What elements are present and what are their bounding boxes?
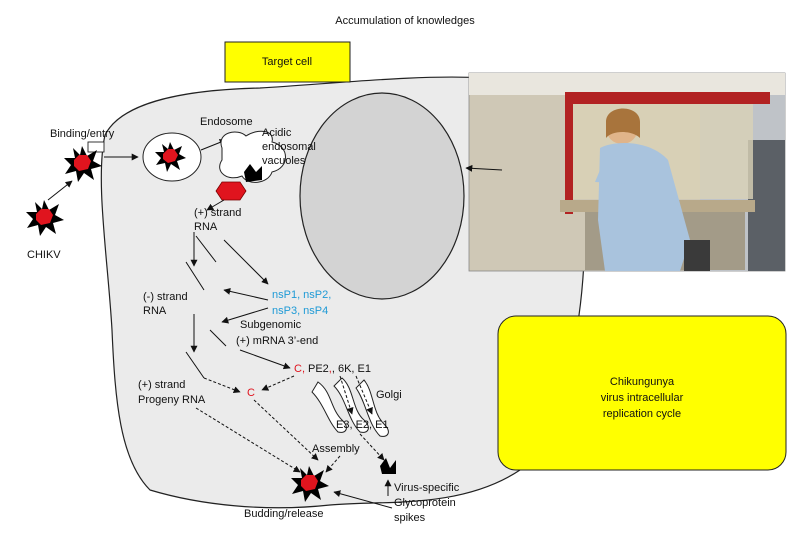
golgi-label: Golgi (376, 389, 402, 401)
virus-chikv (26, 200, 64, 236)
progeny-tick (185, 351, 205, 379)
cycle-line-2: virus intracellular (601, 392, 684, 404)
chikv-to-entry-arrow (47, 180, 73, 201)
nsp-to-subgenomic-arrow (221, 307, 269, 324)
progeny-label-2: Progeny RNA (138, 394, 206, 406)
subgenomic-label-2: (+) mRNA 3’-end (236, 335, 318, 347)
target-cell-box (224, 41, 351, 83)
cycle-line-3: replication cycle (603, 408, 681, 420)
replication-cycle-box (497, 315, 787, 471)
binding-entry-label: Binding/entry (50, 128, 115, 140)
spikes-to-budding-arrow (333, 490, 393, 509)
acidic-label-2: endosomal (262, 141, 316, 153)
e3e2e1-label: E3, E2, E1 (336, 419, 389, 431)
structural-to-capsid-arrow (261, 375, 295, 391)
subgenomic-tick (209, 329, 227, 347)
virus-budding (291, 466, 329, 502)
minus-strand-label-1: (-) strand (143, 291, 188, 303)
photo-to-nucleus-arrow (465, 164, 503, 172)
nsp-label-1: nsP1, nsP2, (272, 289, 331, 301)
structural-pe2: PE2 (308, 363, 329, 375)
virus-specific-label-3: spikes (394, 512, 426, 524)
golgi-stack-2 (333, 377, 369, 433)
plus-strand-tick (195, 235, 217, 263)
chikv-label: CHIKV (27, 249, 61, 261)
glycoprotein-spikes (380, 458, 396, 474)
nucleus (299, 92, 465, 300)
release-arrow (206, 199, 225, 211)
golgi-stack-1 (311, 381, 347, 433)
target-cell-label: Target cell (262, 56, 312, 68)
glycoprotein-to-membrane-arrow (359, 433, 385, 461)
nsp-label-2: nsP3, nsP4 (272, 305, 328, 317)
receptor (87, 141, 105, 153)
subgenomic-to-structural-arrow (239, 349, 291, 370)
minus-strand-tick (185, 261, 205, 291)
assembly-label: Assembly (312, 443, 360, 455)
capsid-label: C (247, 387, 255, 399)
fusion-spikes (244, 164, 262, 182)
structural-to-e-arrow-1 (339, 375, 354, 415)
virus-in-endosome (155, 142, 186, 172)
virus-entry (64, 146, 102, 182)
rna-to-assembly-arrow (195, 407, 301, 473)
diagram-title: Accumulation of knowledges (335, 15, 475, 27)
virus-specific-label-1: Virus-specific (394, 482, 460, 494)
subgenomic-label-1: Subgenomic (240, 319, 302, 331)
nucleocapsid (215, 181, 247, 201)
plus-strand-label-2: RNA (194, 221, 218, 233)
structural-c: C, (294, 363, 305, 375)
minus-strand-label-2: RNA (143, 305, 167, 317)
progeny-label-1: (+) strand (138, 379, 185, 391)
structural-comma: , (329, 363, 332, 375)
acidic-vacuole (219, 130, 286, 183)
budding-label: Budding/release (244, 508, 324, 520)
structural-proteins-label: C,PE2,, 6K, E1 (294, 363, 371, 375)
acidic-label-3: vacuoles (262, 155, 306, 167)
endosome-label: Endosome (200, 116, 253, 128)
plus-strand-label-1: (+) strand (194, 207, 241, 219)
plus-to-nsp-arrow (223, 239, 269, 285)
assembly-to-budding-arrow (325, 455, 341, 473)
structural-rest: , 6K, E1 (332, 363, 371, 375)
progeny-to-capsid-arrow (203, 377, 241, 393)
lab-photo (468, 72, 786, 272)
virus-specific-label-2: Glycoprotein (394, 497, 456, 509)
cycle-line-1: Chikungunya (610, 376, 675, 388)
structural-to-e-arrow-2 (355, 375, 373, 415)
acidic-label-1: Acidic (262, 127, 292, 139)
nsp-to-minus-arrow (223, 287, 269, 301)
